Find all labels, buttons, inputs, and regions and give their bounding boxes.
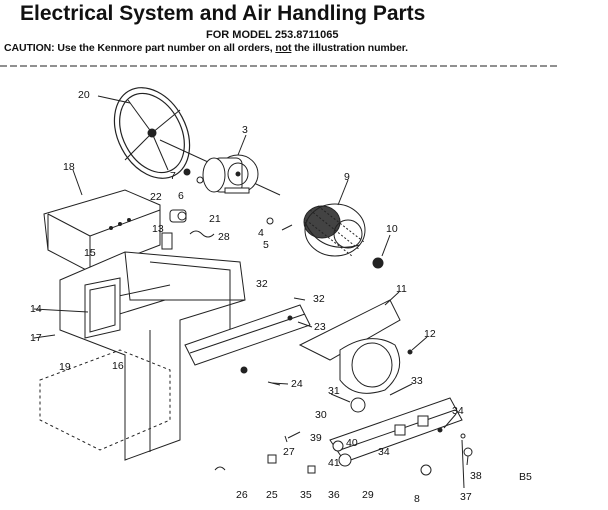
label-part-5: 5 xyxy=(263,239,269,251)
part-fan-blade xyxy=(113,87,191,179)
label-part-12: 12 xyxy=(424,328,436,340)
label-part-9: 9 xyxy=(344,171,350,183)
small-hardware-top xyxy=(161,168,293,250)
page-code: B5 xyxy=(519,471,532,483)
part-nut xyxy=(372,257,384,269)
label-part-18: 18 xyxy=(63,161,75,173)
caution-text-start: CAUTION: Use the Kenmore part number on … xyxy=(4,42,273,54)
label-part-17: 17 xyxy=(30,332,42,344)
label-part-3: 3 xyxy=(242,124,248,136)
label-part-40: 40 xyxy=(346,437,358,449)
label-part-8: 8 xyxy=(414,493,420,505)
label-part-24: 24 xyxy=(291,378,303,390)
label-part-31: 31 xyxy=(328,385,340,397)
label-part-7: 7 xyxy=(170,170,176,182)
part-blower-wheel xyxy=(303,203,366,257)
label-part-4: 4 xyxy=(258,227,264,239)
callout-leaders xyxy=(33,95,469,489)
label-part-34b: 34 xyxy=(378,446,390,458)
label-part-13: 13 xyxy=(152,223,164,235)
label-part-22: 22 xyxy=(150,191,162,203)
caution-emphasis: not xyxy=(275,42,292,54)
caution-note: CAUTION: Use the Kenmore part number on … xyxy=(4,42,408,54)
label-part-34a: 34 xyxy=(452,405,464,417)
label-part-23: 23 xyxy=(314,321,326,333)
label-part-38: 38 xyxy=(470,470,482,482)
label-part-26: 26 xyxy=(236,489,248,501)
label-part-32a: 32 xyxy=(256,278,268,290)
part-lower-assembly xyxy=(214,366,473,476)
label-part-30: 30 xyxy=(315,409,327,421)
label-part-10: 10 xyxy=(386,223,398,235)
label-part-39: 39 xyxy=(310,432,322,444)
model-number: FOR MODEL 253.8711065 xyxy=(206,29,339,41)
label-part-35: 35 xyxy=(300,489,312,501)
label-part-36: 36 xyxy=(328,489,340,501)
label-part-25: 25 xyxy=(266,489,278,501)
label-part-11: 11 xyxy=(396,283,407,295)
label-part-28: 28 xyxy=(218,231,230,243)
label-part-32b: 32 xyxy=(313,293,325,305)
label-part-41: 41 xyxy=(328,457,340,469)
part-motor xyxy=(159,139,281,196)
label-part-15: 15 xyxy=(84,247,96,259)
part-bracket xyxy=(184,304,311,366)
label-part-29: 29 xyxy=(362,489,374,501)
label-part-14: 14 xyxy=(30,303,42,315)
caution-text-end: the illustration number. xyxy=(294,42,408,54)
label-part-19: 19 xyxy=(59,361,71,373)
label-part-16: 16 xyxy=(112,360,124,372)
label-part-21: 21 xyxy=(209,213,221,225)
label-part-27: 27 xyxy=(283,446,295,458)
page-title: Electrical System and Air Handling Parts xyxy=(20,2,426,25)
part-labels: 20 3 18 7 6 9 22 21 13 28 4 5 10 15 32 3… xyxy=(30,89,532,505)
part-scroll-housing xyxy=(298,299,413,394)
part-control-cover xyxy=(43,189,161,273)
label-part-33: 33 xyxy=(411,375,423,387)
label-part-20: 20 xyxy=(78,89,90,101)
label-part-6: 6 xyxy=(178,190,184,202)
part-chassis xyxy=(39,251,246,461)
label-part-37: 37 xyxy=(460,491,472,503)
